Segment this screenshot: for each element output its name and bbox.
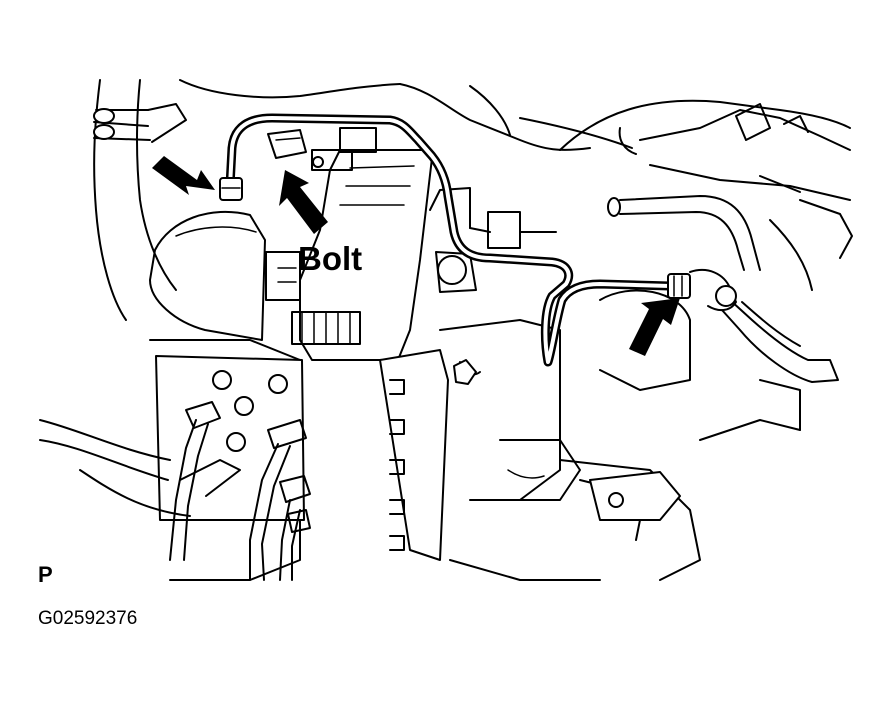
abs-actuator [39, 355, 311, 581]
brake-pipe [225, 113, 675, 367]
bolt-fitting [267, 129, 307, 159]
bolt-label: Bolt [298, 240, 362, 277]
view-letter: P [38, 562, 53, 587]
center-bracket [379, 187, 557, 561]
air-duct [149, 210, 266, 341]
left-flare-nut [219, 177, 243, 201]
background-outline-top [179, 79, 851, 201]
arrow-bolt [279, 170, 328, 234]
upper-left-hose [93, 79, 187, 321]
figure-code: G02592376 [38, 608, 137, 629]
arrow-left-fitting [152, 156, 215, 195]
lower-housing [149, 289, 801, 581]
arrow-right-fitting [629, 298, 680, 356]
right-side-hoses [607, 195, 853, 383]
right-flare-nut [667, 269, 737, 312]
